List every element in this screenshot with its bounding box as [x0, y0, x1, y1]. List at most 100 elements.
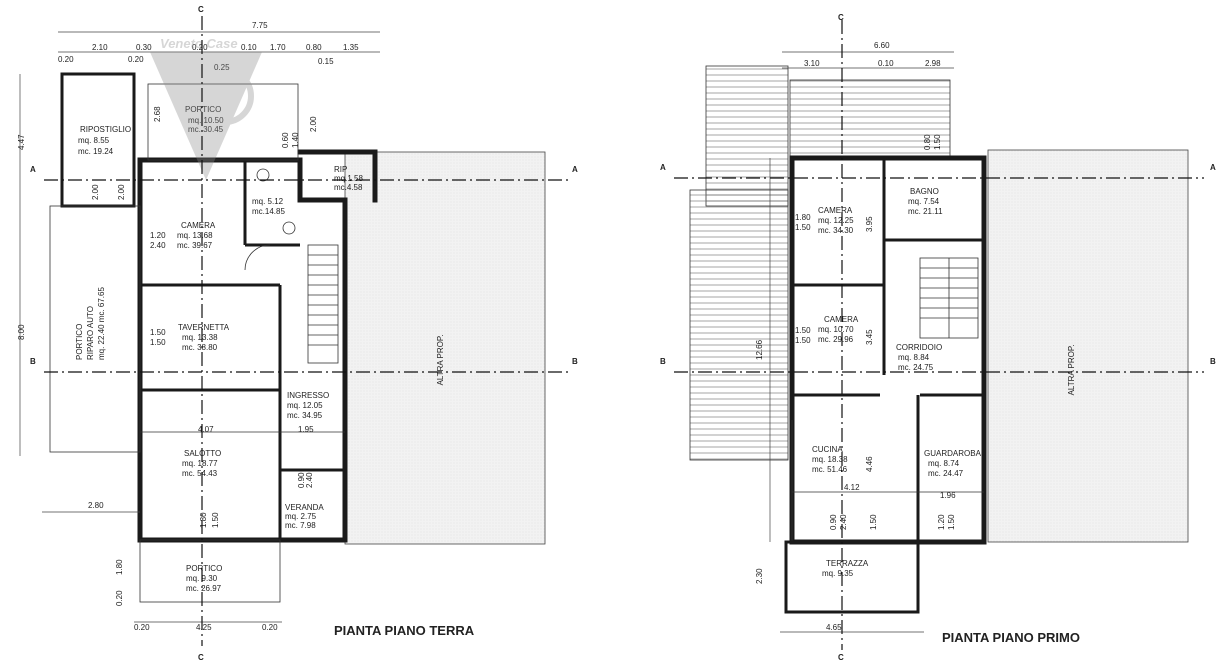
svg-text:0.10: 0.10 [241, 43, 257, 52]
svg-text:A: A [660, 163, 666, 172]
svg-text:2.40: 2.40 [839, 514, 848, 530]
svg-text:1.50: 1.50 [795, 223, 811, 232]
svg-text:B: B [30, 357, 36, 366]
adjacent-property-label: ALTRA PROP. [436, 335, 445, 386]
svg-text:C: C [838, 653, 844, 662]
stairs-first [919, 257, 979, 339]
svg-text:1.95: 1.95 [298, 425, 314, 434]
svg-text:mc. 39.67: mc. 39.67 [177, 241, 213, 250]
svg-text:2.40: 2.40 [150, 241, 166, 250]
svg-text:1.50: 1.50 [150, 328, 166, 337]
svg-text:7.75: 7.75 [252, 21, 268, 30]
room-rip: RIP mq.1.58 mc.4.58 [334, 165, 363, 192]
svg-text:mc.4.58: mc.4.58 [334, 183, 363, 192]
svg-text:1.80: 1.80 [795, 213, 811, 222]
svg-text:1.20: 1.20 [150, 231, 166, 240]
roof-hatch-1 [705, 65, 789, 207]
svg-text:3.45: 3.45 [865, 329, 874, 345]
svg-text:3.95: 3.95 [865, 216, 874, 232]
svg-text:B: B [1210, 357, 1216, 366]
room-salotto: SALOTTO mq. 18.77 mc. 54.43 [182, 449, 221, 478]
svg-text:0.20: 0.20 [115, 590, 124, 606]
svg-text:6.60: 6.60 [874, 41, 890, 50]
svg-text:mc. 29.96: mc. 29.96 [818, 335, 854, 344]
svg-text:CORRIDOIO: CORRIDOIO [896, 343, 942, 352]
room-cucina: CUCINA mq. 18.38 mc. 51.46 [812, 445, 848, 474]
roof-hatch-2 [689, 189, 789, 461]
svg-text:mq. 13.68: mq. 13.68 [177, 231, 213, 240]
svg-text:2.00: 2.00 [117, 184, 126, 200]
room-camera-first-1: CAMERA mq. 12.25 mc. 34.30 [818, 206, 854, 235]
svg-text:VERANDA: VERANDA [285, 503, 324, 512]
svg-text:1.20: 1.20 [937, 514, 946, 530]
svg-text:mq. 22.40 mc. 67.65: mq. 22.40 mc. 67.65 [97, 287, 106, 360]
svg-text:8.00: 8.00 [17, 324, 26, 340]
svg-text:mc. 30.45: mc. 30.45 [188, 125, 224, 134]
svg-text:4.25: 4.25 [196, 623, 212, 632]
room-bagno-first: BAGNO mq. 7.54 mc. 21.11 [908, 187, 943, 216]
svg-text:SALOTTO: SALOTTO [184, 449, 221, 458]
svg-text:mc. 26.97: mc. 26.97 [186, 584, 222, 593]
roof-hatch-3 [789, 79, 951, 159]
svg-text:mc. 51.46: mc. 51.46 [812, 465, 848, 474]
svg-text:mc. 24.47: mc. 24.47 [928, 469, 964, 478]
svg-text:0.20: 0.20 [58, 55, 74, 64]
svg-text:2.40: 2.40 [305, 472, 314, 488]
svg-text:4.12: 4.12 [844, 483, 860, 492]
svg-text:1.80: 1.80 [199, 512, 208, 528]
svg-text:CUCINA: CUCINA [812, 445, 843, 454]
room-veranda: VERANDA mq. 2.75 mc. 7.98 [285, 503, 324, 530]
svg-text:A: A [572, 165, 578, 174]
room-camera-ground: CAMERA mq. 13.68 mc. 39.67 [177, 221, 216, 250]
svg-text:mc. 54.43: mc. 54.43 [182, 469, 218, 478]
room-portico-top: PORTICO mq. 10.50 mc. 30.45 [185, 105, 224, 134]
svg-text:mq. 12.25: mq. 12.25 [818, 216, 854, 225]
svg-text:Veneto Case: Veneto Case [160, 36, 238, 51]
svg-text:4.47: 4.47 [17, 134, 26, 150]
svg-text:1.35: 1.35 [343, 43, 359, 52]
svg-text:mc. 21.11: mc. 21.11 [908, 207, 943, 216]
svg-text:TAVERNETTA: TAVERNETTA [178, 323, 230, 332]
portico-bottom-outline [139, 539, 281, 603]
room-terrazza: TERRAZZA mq. 9.35 [822, 559, 869, 578]
svg-text:A: A [30, 165, 36, 174]
svg-text:mq. 10.50: mq. 10.50 [188, 116, 224, 125]
svg-text:INGRESSO: INGRESSO [287, 391, 329, 400]
svg-text:C: C [198, 5, 204, 14]
svg-text:TERRAZZA: TERRAZZA [826, 559, 869, 568]
svg-text:A: A [1210, 163, 1216, 172]
svg-text:0.20: 0.20 [128, 55, 144, 64]
room-portico-bottom: PORTICO mq. 9.30 mc. 26.97 [186, 564, 222, 593]
svg-text:C: C [838, 13, 844, 22]
svg-text:0.25: 0.25 [214, 63, 230, 72]
adjacent-property-label-first: ALTRA PROP. [1067, 345, 1076, 396]
svg-text:2.00: 2.00 [309, 116, 318, 132]
svg-text:B: B [660, 357, 666, 366]
svg-text:mc.14.85: mc.14.85 [252, 207, 285, 216]
room-portico-riparo: PORTICO RIPARO AUTO mq. 22.40 mc. 67.65 [75, 287, 106, 360]
svg-text:1.50: 1.50 [211, 512, 220, 528]
svg-text:mq. 8.84: mq. 8.84 [898, 353, 930, 362]
svg-text:mq. 18.77: mq. 18.77 [182, 459, 218, 468]
adjacent-property-area [344, 151, 546, 545]
svg-text:0.90: 0.90 [829, 514, 838, 530]
svg-text:RIPARO AUTO: RIPARO AUTO [86, 306, 95, 360]
room-corridoio: CORRIDOIO mq. 8.84 mc. 24.75 [896, 343, 942, 372]
room-tavernetta: TAVERNETTA mq. 13.38 mc. 38.80 [178, 323, 230, 352]
svg-text:4.65: 4.65 [826, 623, 842, 632]
svg-text:C: C [198, 653, 204, 662]
svg-text:0.90: 0.90 [297, 472, 306, 488]
svg-text:0.60: 0.60 [281, 132, 290, 148]
svg-text:0.80: 0.80 [923, 134, 932, 150]
svg-text:12.66: 12.66 [755, 339, 764, 360]
svg-text:PORTICO: PORTICO [186, 564, 222, 573]
svg-text:mq. 12.05: mq. 12.05 [287, 401, 323, 410]
svg-text:mq. 5.12: mq. 5.12 [252, 197, 284, 206]
svg-text:0.10: 0.10 [878, 59, 894, 68]
adjacent-property-area-first [987, 149, 1189, 543]
room-camera-first-2: CAMERA mq. 10.70 mc. 29.96 [818, 315, 859, 344]
first-floor-title: PIANTA PIANO PRIMO [942, 630, 1080, 645]
svg-text:GUARDAROBA: GUARDAROBA [924, 449, 982, 458]
